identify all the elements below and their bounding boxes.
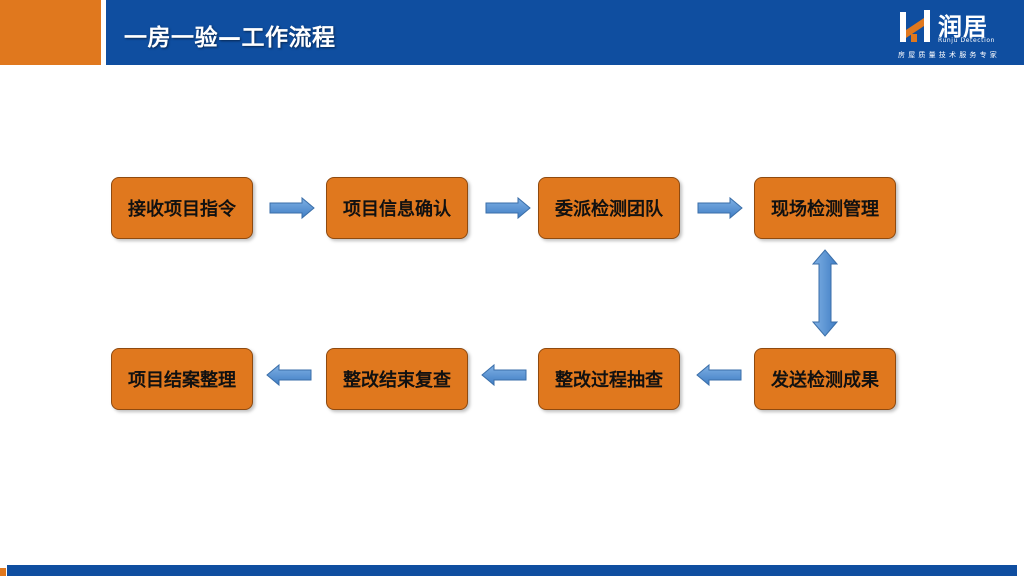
arrow-right-2-icon bbox=[485, 196, 531, 220]
arrow-left-3-icon bbox=[266, 363, 312, 387]
header-accent-block bbox=[0, 0, 101, 65]
logo-name: 润居 bbox=[938, 13, 988, 41]
flow-step-onsite-management: 现场检测管理 bbox=[754, 177, 896, 239]
logo-mark-icon bbox=[900, 10, 930, 42]
footer-bar bbox=[7, 565, 1017, 576]
flow-step-receive-instruction: 接收项目指令 bbox=[111, 177, 253, 239]
company-logo: 润居 Runju Detection 房屋质量技术服务专家 bbox=[898, 6, 1016, 60]
header-bar bbox=[106, 0, 1024, 65]
flow-step-send-results: 发送检测成果 bbox=[754, 348, 896, 410]
flow-step-close-project: 项目结案整理 bbox=[111, 348, 253, 410]
logo-english-name: Runju Detection bbox=[938, 37, 996, 44]
flow-step-dispatch-team: 委派检测团队 bbox=[538, 177, 680, 239]
arrow-left-2-icon bbox=[481, 363, 527, 387]
page-title: 一房一验—工作流程 bbox=[124, 25, 336, 51]
arrow-right-1-icon bbox=[269, 196, 315, 220]
footer-accent bbox=[0, 568, 6, 576]
arrow-left-1-icon bbox=[696, 363, 742, 387]
flow-step-confirm-project-info: 项目信息确认 bbox=[326, 177, 468, 239]
flow-step-spot-check: 整改过程抽查 bbox=[538, 348, 680, 410]
arrow-right-3-icon bbox=[697, 196, 743, 220]
logo-tagline: 房屋质量技术服务专家 bbox=[898, 51, 1000, 59]
arrow-vertical-double-icon bbox=[811, 249, 839, 337]
flow-step-final-recheck: 整改结束复查 bbox=[326, 348, 468, 410]
